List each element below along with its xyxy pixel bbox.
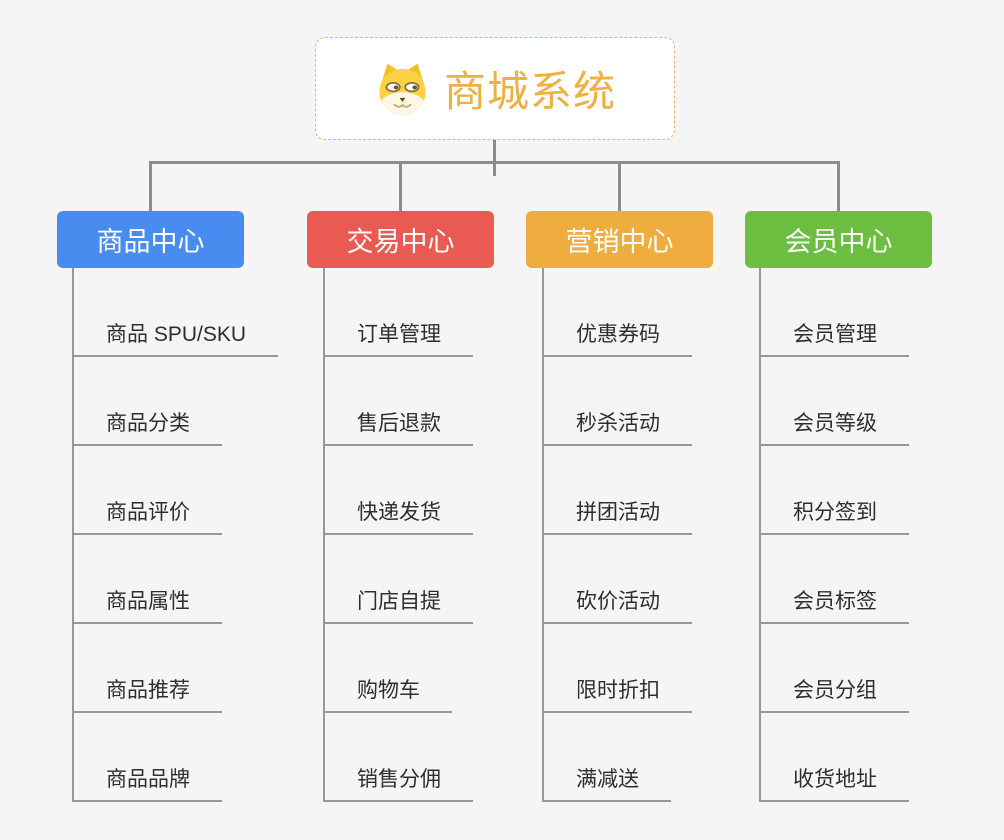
leaf-product-category[interactable]: 商品分类: [72, 410, 222, 446]
dog-face-icon: [379, 63, 426, 116]
leaf-product-spu-sku[interactable]: 商品 SPU/SKU: [72, 321, 279, 357]
root-title: 商城系统: [443, 68, 616, 115]
leaf-member-level[interactable]: 会员等级: [759, 410, 909, 446]
branch-marketing-center[interactable]: 营销中心: [526, 211, 713, 268]
leaf-product-attribute[interactable]: 商品属性: [72, 588, 222, 624]
leaf-member-group[interactable]: 会员分组: [759, 677, 909, 713]
leaf-time-limited-discount[interactable]: 限时折扣: [542, 677, 692, 713]
leaf-member-tag[interactable]: 会员标签: [759, 588, 909, 624]
spine-product-center: [72, 268, 74, 802]
leaf-order-management[interactable]: 订单管理: [323, 321, 473, 357]
leaf-member-management[interactable]: 会员管理: [759, 321, 909, 357]
leaf-coupon-code[interactable]: 优惠券码: [542, 321, 692, 357]
drop-connector-trade: [399, 161, 402, 212]
drop-connector-product: [149, 161, 152, 212]
branch-member-center[interactable]: 会员中心: [745, 211, 932, 268]
leaf-flash-sale[interactable]: 秒杀活动: [542, 410, 692, 446]
drop-connector-marketing: [618, 161, 621, 212]
spine-member-center: [759, 268, 761, 802]
root-stem-connector: [493, 139, 496, 176]
spine-trade-center: [323, 268, 325, 802]
leaf-points-checkin[interactable]: 积分签到: [759, 499, 909, 535]
leaf-full-reduction[interactable]: 满减送: [542, 766, 671, 802]
leaf-shipping-address[interactable]: 收货地址: [759, 766, 909, 802]
drop-connector-member: [837, 161, 840, 212]
leaf-sales-commission[interactable]: 销售分佣: [323, 766, 473, 802]
leaf-product-brand[interactable]: 商品品牌: [72, 766, 222, 802]
branch-product-center[interactable]: 商品中心: [57, 211, 244, 268]
leaf-product-recommend[interactable]: 商品推荐: [72, 677, 222, 713]
root-node[interactable]: 商城系统: [315, 37, 675, 140]
branch-rail-connector: [149, 161, 840, 164]
spine-marketing-center: [542, 268, 544, 802]
leaf-product-review[interactable]: 商品评价: [72, 499, 222, 535]
leaf-express-shipping[interactable]: 快递发货: [323, 499, 473, 535]
branch-trade-center[interactable]: 交易中心: [307, 211, 494, 268]
leaf-store-pickup[interactable]: 门店自提: [323, 588, 473, 624]
leaf-group-buy[interactable]: 拼团活动: [542, 499, 692, 535]
leaf-bargain-activity[interactable]: 砍价活动: [542, 588, 692, 624]
leaf-shopping-cart[interactable]: 购物车: [323, 677, 452, 713]
leaf-after-sale-refund[interactable]: 售后退款: [323, 410, 473, 446]
